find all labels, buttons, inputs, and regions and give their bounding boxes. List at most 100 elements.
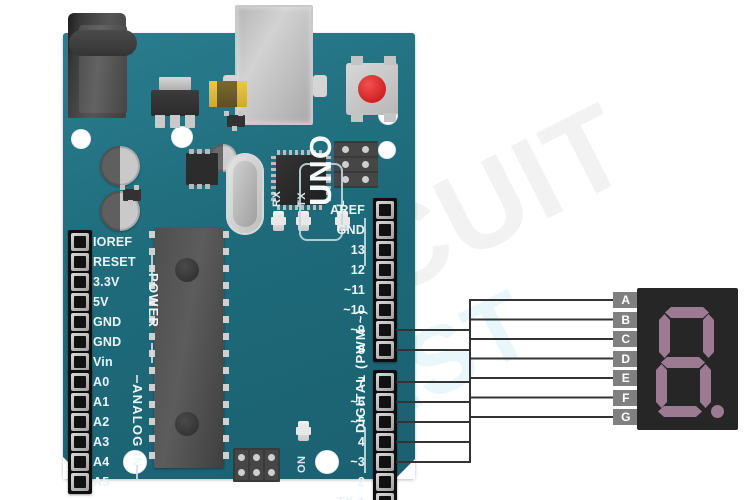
usb-interface-chip [271, 150, 331, 210]
digital-pin-label-4: 4 [357, 435, 365, 449]
analog-pin-label-a5: A5 [93, 475, 110, 489]
power-pin-label-vin: Vin [93, 355, 113, 369]
qfp-pins [271, 150, 331, 210]
digital-pin-label-2: 2 [357, 475, 365, 489]
power-pin-label-gnd: GND [93, 335, 122, 349]
digital-pin-label--5: ~5 [350, 415, 365, 429]
analog-pin-a0[interactable] [71, 373, 89, 391]
power-rule-bottom [151, 343, 153, 363]
dip-legs-right [223, 231, 229, 465]
crystal-body [233, 161, 257, 227]
analog-pin-a1[interactable] [71, 393, 89, 411]
power-pin-vin[interactable] [71, 353, 89, 371]
digital-pin-7[interactable] [376, 373, 394, 391]
segment-d [658, 406, 702, 417]
digital-pin--3[interactable] [376, 453, 394, 471]
tx-led [296, 211, 311, 231]
tantalum-capacitor [209, 81, 247, 107]
analog-pin-label-a2: A2 [93, 415, 110, 429]
digital-pin-aref[interactable] [376, 201, 394, 219]
wire-b [396, 318, 613, 351]
analog-section-label: ANALOG IN [130, 384, 145, 468]
analog-pin-label-a3: A3 [93, 435, 110, 449]
digital-pin-4[interactable] [376, 433, 394, 451]
on-led [296, 421, 311, 441]
digital-header-lower[interactable] [373, 370, 397, 500]
atmega328p-microcontroller [149, 228, 229, 468]
electrolytic-capacitor-1 [100, 146, 140, 186]
on-led-label: ON [296, 455, 308, 474]
digital-rule-bottom [364, 427, 366, 473]
mounting-hole-bottom-right [315, 450, 339, 474]
segment-label-c: C [613, 331, 639, 347]
power-pin-reset[interactable] [71, 253, 89, 271]
capacitor-body [217, 81, 237, 107]
analog-rule-bottom [136, 465, 138, 479]
power-jack-cap [69, 30, 137, 56]
power-header[interactable] [68, 230, 92, 374]
digital-pin-8[interactable] [376, 341, 394, 359]
reset-button-cap [358, 75, 386, 103]
analog-pin-a5[interactable] [71, 473, 89, 491]
digital-pin-2[interactable] [376, 473, 394, 491]
power-pin-5v[interactable] [71, 293, 89, 311]
uno-logo-box [299, 163, 343, 241]
digital-pin--10[interactable] [376, 301, 394, 319]
segment-a [665, 307, 709, 318]
digital-pin-13[interactable] [376, 241, 394, 259]
rx-led-label: RX [271, 190, 283, 207]
uno-logo-text: UNO [303, 134, 338, 206]
segment-g [661, 357, 705, 368]
analog-pin-label-a0: A0 [93, 375, 110, 389]
analog-pin-a3[interactable] [71, 433, 89, 451]
soic-chip [186, 149, 218, 189]
segment-label-a: A [613, 292, 639, 308]
regulator-leg-3 [185, 115, 195, 128]
digital-section-label: DIGITAL (PWM ~) [353, 308, 368, 433]
digital-pin-gnd[interactable] [376, 221, 394, 239]
digital-pin--9[interactable] [376, 321, 394, 339]
regulator-leg-1 [155, 115, 165, 128]
wire-c [396, 338, 613, 383]
usb-type-b-port [235, 5, 313, 125]
power-rule-top [151, 255, 153, 289]
wire-a [396, 299, 613, 331]
digital-header-upper[interactable] [373, 198, 397, 362]
analog-pin-a2[interactable] [71, 413, 89, 431]
digital-pin-tx-1[interactable] [376, 493, 394, 500]
mounting-hole-bottom-left [123, 450, 147, 474]
usb-tab-right [313, 75, 327, 97]
power-section-label: POWER [146, 273, 161, 329]
digital-pin-label--10: ~10 [343, 303, 365, 317]
icsp-header-top [334, 141, 378, 188]
reset-button[interactable] [346, 56, 398, 122]
icsp-header-bottom [233, 448, 280, 482]
analog-pin-a4[interactable] [71, 453, 89, 471]
crystal-oscillator [226, 153, 264, 235]
digital-pin-12[interactable] [376, 261, 394, 279]
segment-e [656, 364, 667, 408]
digital-pin--11[interactable] [376, 281, 394, 299]
power-pin-label-3-3v: 3.3V [93, 275, 120, 289]
digital-pin-label-12: 12 [350, 263, 365, 277]
digital-pin-label-8: 8 [357, 343, 365, 357]
digital-pin-label--11: ~11 [343, 283, 365, 297]
segment-label-e: E [613, 370, 639, 386]
digital-pin--6[interactable] [376, 393, 394, 411]
power-pin-label-ioref: IOREF [93, 235, 133, 249]
analog-pin-label-a1: A1 [93, 395, 110, 409]
digital-pin-label-tx-1: TX-1 [337, 495, 365, 500]
segment-f [659, 314, 670, 358]
analog-header[interactable] [68, 370, 92, 494]
power-pin-gnd[interactable] [71, 333, 89, 351]
power-pin-gnd[interactable] [71, 313, 89, 331]
power-pin-3-3v[interactable] [71, 273, 89, 291]
wire-g [396, 416, 613, 463]
digital-pin--5[interactable] [376, 413, 394, 431]
mounting-hole-right [378, 141, 396, 159]
power-pin-ioref[interactable] [71, 233, 89, 251]
smd-transistor [224, 111, 245, 131]
segment-label-d: D [613, 350, 639, 367]
